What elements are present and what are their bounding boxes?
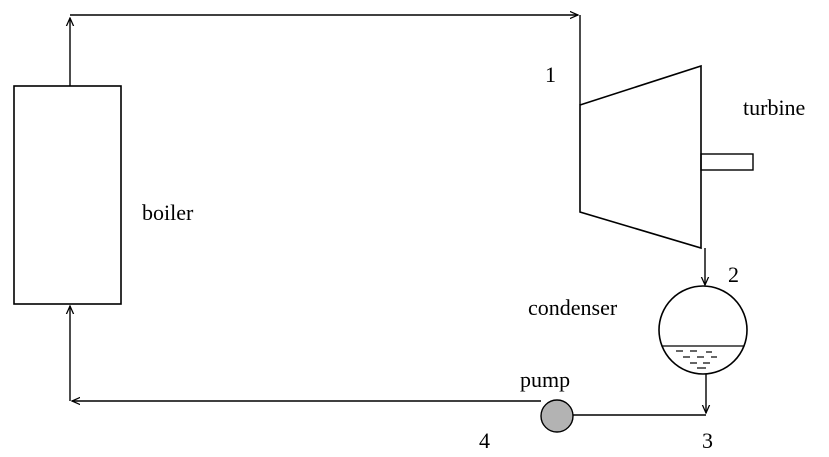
state-3-label: 3	[702, 428, 713, 453]
pump-label: pump	[520, 367, 570, 392]
turbine-shaft	[700, 153, 754, 171]
boiler-label: boiler	[142, 200, 194, 225]
condenser-label: condenser	[528, 295, 618, 320]
state-2-label: 2	[728, 262, 739, 287]
turbine-label: turbine	[743, 95, 805, 120]
boiler-box	[13, 85, 122, 305]
condenser-shell	[658, 285, 748, 375]
state-4-label: 4	[479, 428, 490, 453]
condenser-liquid-lines	[662, 345, 744, 369]
state-1-label: 1	[545, 62, 556, 87]
turbine-body	[579, 64, 702, 250]
pump-circle	[540, 399, 574, 433]
